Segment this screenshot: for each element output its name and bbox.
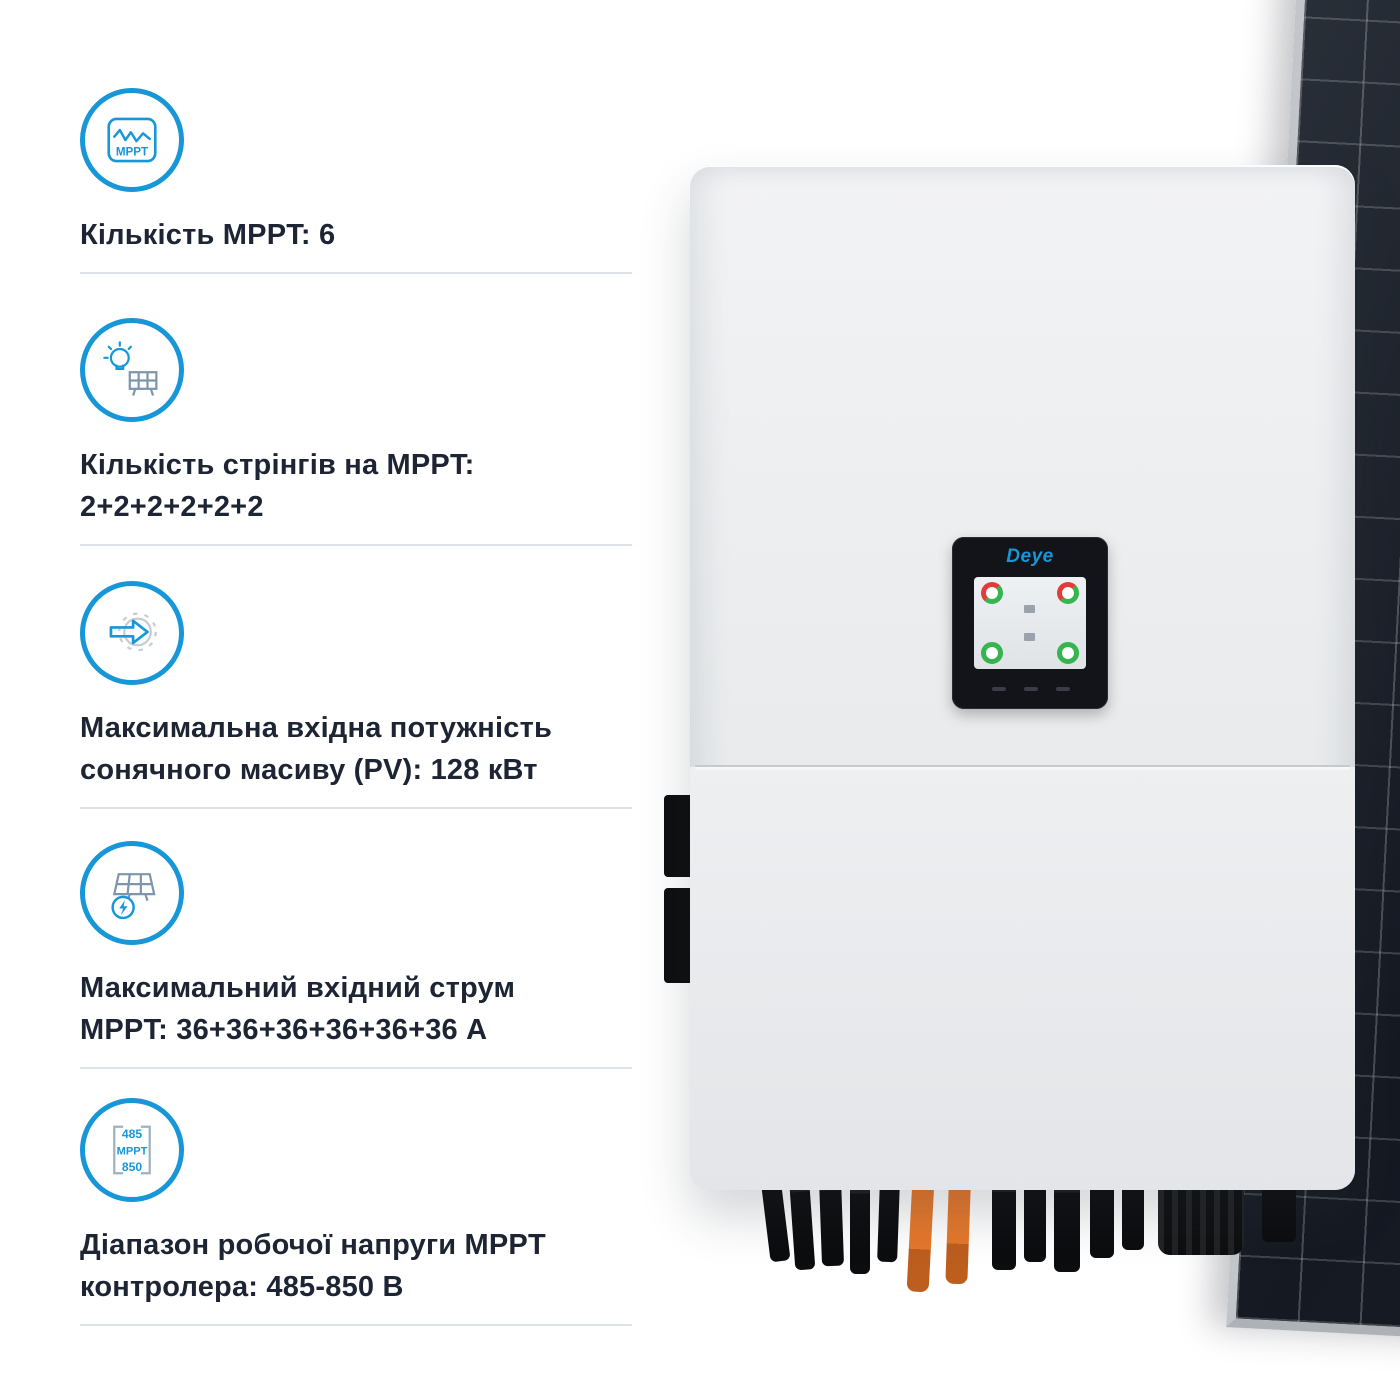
- spec-line: Кількість стрінгів на MPPT:: [80, 449, 475, 481]
- grid-gauge: [1057, 582, 1079, 604]
- spec-line: Максимальна вхідна потужність: [80, 712, 553, 744]
- spec-max-input-power: Максимальна вхідна потужність сонячного …: [80, 581, 636, 809]
- voltage-range-icon: 485 MPPT 850: [80, 1098, 184, 1202]
- flow-icon: [1024, 605, 1035, 613]
- touch-key: [992, 687, 1006, 691]
- divider: [80, 1067, 632, 1069]
- touch-key: [1024, 687, 1038, 691]
- spec-line: Діапазон робочої напруги MPPT: [80, 1229, 546, 1261]
- load-gauge: [1057, 642, 1079, 664]
- brand-logo: Deye: [1006, 546, 1054, 567]
- pv-gauge: [981, 582, 1003, 604]
- spec-line: 2+2+2+2+2+2: [80, 491, 264, 523]
- spec-text: Кількість стрінгів на MPPT: 2+2+2+2+2+2: [80, 444, 636, 528]
- battery-gauge: [981, 642, 1003, 664]
- spec-max-input-current: Максимальний вхідний струм MPPT: 36+36+3…: [80, 841, 636, 1069]
- divider: [80, 1324, 632, 1326]
- mppt-icon-label: MPPT: [116, 146, 148, 159]
- spec-text: Кількість MPPT: 6: [80, 214, 636, 256]
- divider: [80, 272, 632, 274]
- divider: [80, 807, 632, 809]
- max-input-current-icon: [80, 841, 184, 945]
- inverter-lower-section: [690, 767, 1355, 1190]
- spec-strings-per-mppt: Кількість стрінгів на MPPT: 2+2+2+2+2+2: [80, 318, 636, 546]
- max-input-power-icon: [80, 581, 184, 685]
- spec-line: сонячного масиву (PV): 128 кВт: [80, 754, 538, 786]
- inverter-body: Deye: [690, 165, 1355, 1190]
- spec-text: Максимальна вхідна потужність сонячного …: [80, 707, 636, 791]
- spec-line: Максимальний вхідний струм: [80, 972, 516, 1004]
- spec-line: Кількість MPPT: 6: [80, 219, 336, 251]
- spec-line: MPPT: 36+36+36+36+36+36 А: [80, 1014, 488, 1046]
- strings-per-mppt-icon: [80, 318, 184, 422]
- inverter-seam: [695, 765, 1350, 767]
- mppt-count-icon: MPPT: [80, 88, 184, 192]
- spec-text: Максимальний вхідний струм MPPT: 36+36+3…: [80, 967, 636, 1051]
- spec-line: контролера: 485-850 В: [80, 1271, 404, 1303]
- display-screen: [974, 577, 1086, 669]
- spec-text: Діапазон робочої напруги MPPT контролера…: [80, 1224, 636, 1308]
- range-bottom-label: 850: [122, 1160, 143, 1174]
- range-top-label: 485: [122, 1127, 143, 1141]
- spec-mppt-count: MPPT Кількість MPPT: 6: [80, 88, 636, 274]
- range-mid-label: MPPT: [117, 1145, 148, 1157]
- divider: [80, 544, 632, 546]
- spec-mppt-voltage-range: 485 MPPT 850 Діапазон робочої напруги MP…: [80, 1098, 636, 1326]
- display-panel: Deye: [952, 537, 1108, 709]
- touch-key: [1056, 687, 1070, 691]
- flow-icon: [1024, 633, 1035, 641]
